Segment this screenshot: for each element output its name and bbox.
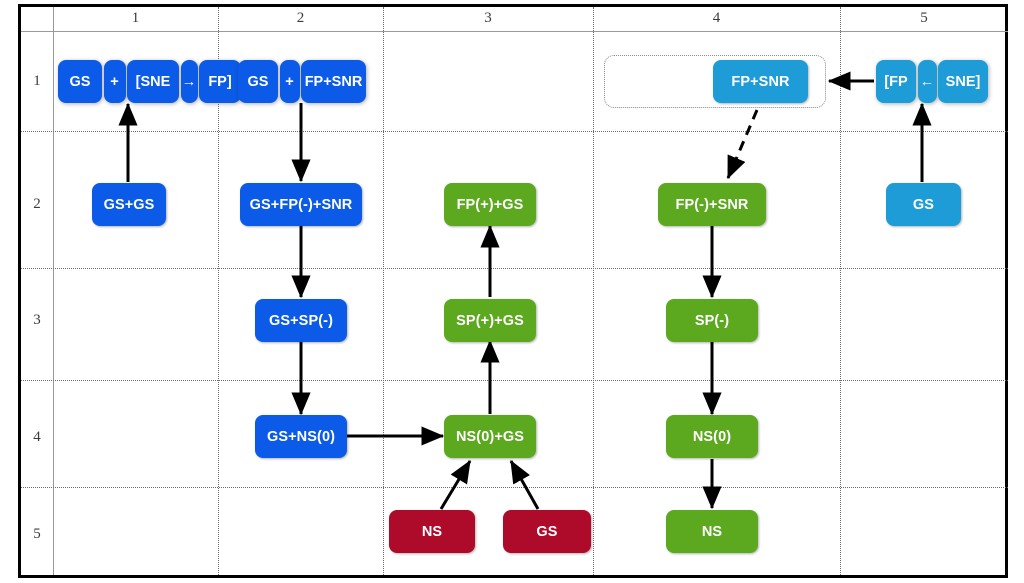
- column-header-3: 3: [484, 10, 492, 26]
- node-c4r5[interactable]: NS: [666, 510, 758, 553]
- row-header-1: 1: [33, 73, 41, 89]
- node-c3r2[interactable]: FP(+)+GS: [444, 183, 536, 226]
- node-c4r2[interactable]: FP(-)+SNR: [658, 183, 766, 226]
- node-c5r1[interactable]: [FP ← SNE]: [876, 60, 988, 103]
- node-c2r1-part-0: GS: [238, 60, 278, 103]
- vertical-gridline-1: [218, 7, 219, 575]
- row-header-rule: [53, 7, 54, 575]
- vertical-gridline-2: [383, 7, 384, 575]
- node-c1r2[interactable]: GS+GS: [92, 183, 166, 226]
- vertical-gridline-4: [840, 7, 841, 575]
- node-c4r4[interactable]: NS(0): [666, 415, 758, 458]
- node-c3r5a[interactable]: NS: [389, 510, 475, 553]
- node-c5r2[interactable]: GS: [886, 183, 961, 226]
- node-c1r1-part-3-arrow-icon: →: [180, 60, 198, 103]
- node-c1r1[interactable]: GS + [SNE → FP]: [58, 60, 241, 103]
- node-c2r1-part-2: FP+SNR: [301, 60, 366, 103]
- node-c1r1-part-2: [SNE: [127, 60, 179, 103]
- node-c3r4[interactable]: NS(0)+GS: [444, 415, 536, 458]
- horizontal-gridline-3: [21, 380, 1008, 381]
- column-header-1: 1: [131, 10, 140, 26]
- row-header-3: 3: [33, 312, 41, 328]
- node-c1r1-part-4: FP]: [199, 60, 241, 103]
- node-c2r4[interactable]: GS+NS(0): [255, 415, 347, 458]
- node-c5r1-part-1-arrow-icon: ←: [917, 60, 937, 103]
- row-header-5: 5: [33, 526, 41, 542]
- diagram-outer-border: [18, 4, 1008, 578]
- node-c1r1-part-0: GS: [58, 60, 102, 103]
- horizontal-gridline-4: [21, 487, 1008, 488]
- node-c5r1-part-2: SNE]: [938, 60, 988, 103]
- node-c2r1[interactable]: GS + FP+SNR: [238, 60, 366, 103]
- node-c2r3[interactable]: GS+SP(-): [255, 299, 347, 342]
- column-header-2: 2: [296, 10, 305, 26]
- vertical-gridline-3: [593, 7, 594, 575]
- node-c4r3[interactable]: SP(-): [666, 299, 758, 342]
- row-header-4: 4: [33, 429, 41, 445]
- group-container-c4r1: [604, 55, 826, 108]
- node-c2r1-part-1: +: [279, 60, 300, 103]
- column-header-rule: [21, 31, 1008, 32]
- node-c3r3[interactable]: SP(+)+GS: [444, 299, 536, 342]
- node-c2r2[interactable]: GS+FP(-)+SNR: [240, 183, 362, 226]
- column-header-4: 4: [712, 10, 721, 26]
- horizontal-gridline-2: [21, 268, 1008, 269]
- column-header-5: 5: [920, 10, 928, 26]
- row-header-2: 2: [33, 196, 41, 212]
- node-c4r1[interactable]: FP+SNR: [713, 60, 808, 103]
- node-c3r5b[interactable]: GS: [503, 510, 591, 553]
- horizontal-gridline-1: [21, 131, 1008, 132]
- node-c5r1-part-0: [FP: [876, 60, 916, 103]
- node-c1r1-part-1: +: [103, 60, 126, 103]
